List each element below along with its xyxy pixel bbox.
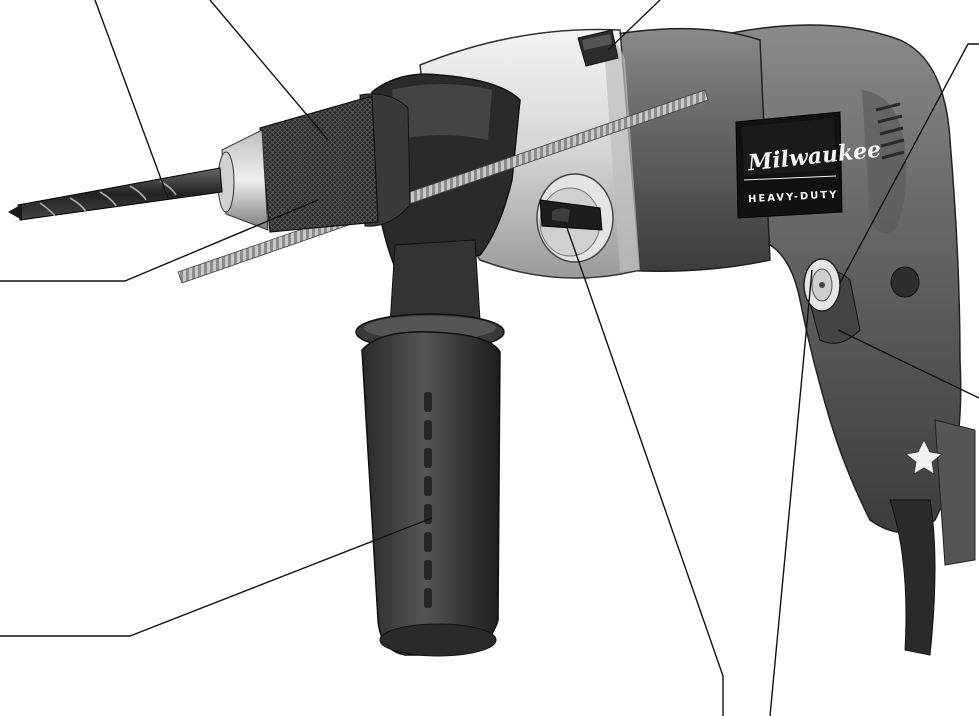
depth-gauge-rod	[177, 89, 709, 284]
leader-line-drill-bit	[94, 0, 169, 199]
leader-line-chuck-collar	[0, 199, 319, 282]
power-cord	[889, 419, 976, 656]
brand-tagline: HEAVY-DUTY	[748, 189, 839, 205]
cord-tag-icon	[905, 439, 943, 475]
leader-line-gear-selector	[564, 221, 724, 716]
motor-housing	[609, 27, 771, 272]
chuck	[217, 93, 411, 233]
trigger-lock-button	[890, 266, 920, 298]
top-switch	[577, 29, 619, 67]
grip-texture	[424, 392, 432, 608]
brand-badge: Milwaukee HEAVY-DUTY	[735, 111, 882, 219]
leader-line-trigger	[837, 329, 979, 399]
leader-line-speed-dial	[839, 43, 979, 284]
side-handle	[355, 239, 505, 657]
handle-collar	[371, 73, 521, 281]
leader-line-top-switch	[607, 0, 661, 51]
speed-dial	[803, 258, 841, 312]
leader-line-depth-gauge-clamp	[769, 269, 813, 716]
gear-selector	[536, 173, 614, 263]
leader-line-side-handle	[0, 517, 433, 637]
leader-line-chuck-sleeve	[209, 0, 329, 141]
drill-bit	[8, 167, 223, 221]
vent-slots	[875, 102, 905, 160]
